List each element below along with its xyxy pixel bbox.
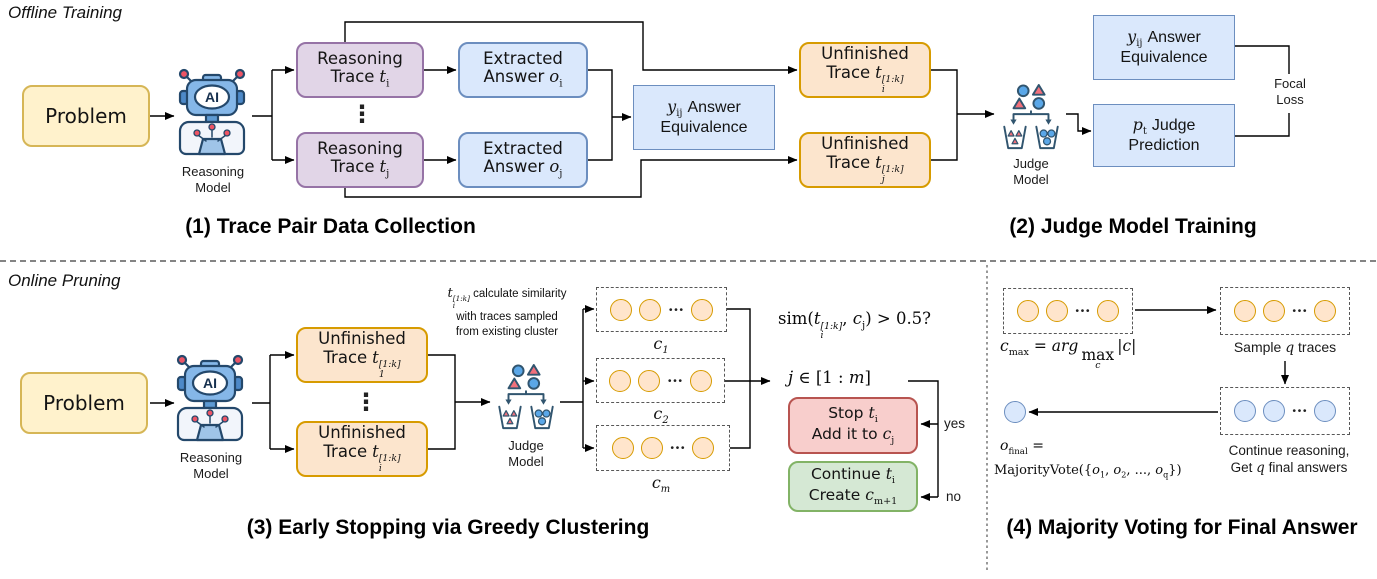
answers-merge xyxy=(588,69,613,161)
trace-circle xyxy=(611,437,634,459)
answer-circle xyxy=(1233,400,1256,422)
unfinished-merge xyxy=(931,69,958,161)
ellipsis: ··· xyxy=(669,439,686,457)
problem-box-2: Problem xyxy=(20,372,148,434)
trace-circle xyxy=(640,437,663,459)
cluster-c1-label: c1 xyxy=(653,334,669,357)
sample-cluster-box: ··· xyxy=(1220,287,1350,335)
trace-circle xyxy=(690,298,713,321)
vertical-ellipsis-1: ⋮ xyxy=(350,100,374,128)
ofinal-equation: ofinal = xyxy=(1000,438,1044,457)
trace-circle xyxy=(1314,300,1337,322)
caption-stage1: (1) Trace Pair Data Collection xyxy=(185,215,476,238)
cluster-index-range: j ∈ [1 : m] xyxy=(788,368,871,387)
problem-box-1: Problem xyxy=(22,85,150,147)
ellipsis: ··· xyxy=(1074,302,1091,320)
trace-circle xyxy=(609,369,632,392)
judge-model-icon-2 xyxy=(498,364,554,430)
caption-stage4: (4) Majority Voting for Final Answer xyxy=(1006,516,1358,539)
trace-circle xyxy=(1262,300,1285,322)
trace-circle xyxy=(638,369,661,392)
arrow-judge1-to-pred xyxy=(1066,113,1092,135)
judge-model-icon-1 xyxy=(1003,84,1059,150)
final-answer-circle xyxy=(1004,401,1026,423)
trace-circle xyxy=(639,298,662,321)
ellipsis: ··· xyxy=(668,300,684,319)
trace-circle xyxy=(1097,300,1120,322)
continue-reasoning-label: Continue reasoning, Get q final answers xyxy=(1228,443,1350,476)
trace-circle xyxy=(610,298,633,321)
trace-circle xyxy=(1016,300,1039,322)
final-answers-box: ··· xyxy=(1220,387,1350,435)
yes-label: yes xyxy=(944,416,966,431)
caption-stage3: (3) Early Stopping via Greedy Clustering xyxy=(246,516,650,539)
trace-circle xyxy=(689,369,712,392)
cluster-cm-box: ··· xyxy=(596,425,730,471)
majority-vote-equation: MajorityVote({o1, o2, ..., oq}) xyxy=(994,463,1182,480)
cluster-collect xyxy=(727,308,751,449)
cluster-c2-label: c2 xyxy=(653,404,669,427)
caption-stage2: (2) Judge Model Training xyxy=(1009,215,1257,238)
cluster-cm-label: cm xyxy=(651,473,671,496)
focal-link-bottom xyxy=(1235,113,1290,137)
answer-circle xyxy=(1314,400,1337,422)
focal-link-top xyxy=(1235,45,1290,74)
vertical-ellipsis-2: ⋮ xyxy=(354,388,378,416)
answer-circle xyxy=(1262,400,1285,422)
ellipsis: ··· xyxy=(667,371,683,390)
ellipsis: ··· xyxy=(1291,302,1308,320)
no-label: no xyxy=(946,489,962,504)
trace-circle xyxy=(1233,300,1256,322)
offline-training-label: Offline Training xyxy=(8,3,123,22)
online-pruning-label: Online Pruning xyxy=(8,271,121,290)
reasoning-model-robot-icon-1: AI xyxy=(178,68,246,156)
similarity-threshold-equation: sim(t[1:k]i, cj) > 0.5? xyxy=(778,309,932,342)
trace-circle xyxy=(692,437,715,459)
sample-traces-label: Sample q traces xyxy=(1233,339,1337,356)
trace-circle xyxy=(1045,300,1068,322)
robot-ai-text: AI xyxy=(205,89,219,105)
cluster-c1-box: ··· xyxy=(596,287,727,332)
similarity-note: t[1:k]i calculate similarity with traces… xyxy=(447,286,567,338)
unfinished-merge-2 xyxy=(428,354,456,450)
cluster-c2-box: ··· xyxy=(596,358,725,403)
cmax-cluster-box: ··· xyxy=(1003,288,1133,334)
ellipsis: ··· xyxy=(1291,402,1308,420)
reasoning-model-robot-icon-2: AI xyxy=(176,354,244,442)
robot-ai-text-2: AI xyxy=(203,375,217,391)
